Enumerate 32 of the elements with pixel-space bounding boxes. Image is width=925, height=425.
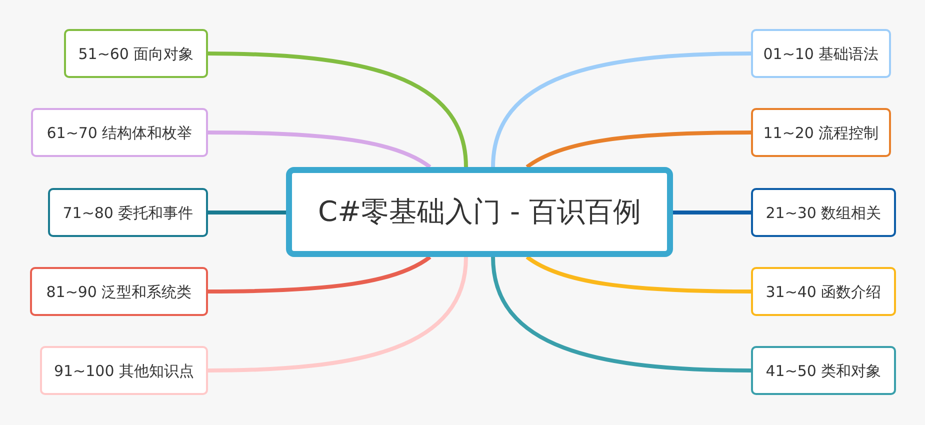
- topic-box: [30, 267, 208, 316]
- branch-line: [208, 130, 432, 169]
- branch-line: [491, 52, 752, 168]
- branch-line: [208, 52, 468, 168]
- branch-line: [208, 256, 468, 372]
- topic-label: 81~90 泛型和系统类: [46, 282, 192, 300]
- topic-box: [751, 29, 891, 78]
- topic-box: [751, 108, 891, 157]
- topic-box: [40, 346, 208, 395]
- topic-label: 61~70 结构体和枚举: [46, 124, 192, 142]
- topic-label: 31~40 函数介绍: [766, 282, 882, 300]
- topic-label: 41~50 类和对象: [766, 362, 882, 380]
- topic-box: [64, 29, 208, 78]
- topic-label: 11~20 流程控制: [763, 124, 879, 142]
- branch-line: [526, 130, 752, 169]
- topic-label: 71~80 委托和事件: [62, 204, 194, 222]
- central-topic-box: [286, 167, 673, 257]
- branch-line: [673, 210, 751, 214]
- topic-box: [751, 346, 896, 395]
- topic-label: 01~10 基础语法: [763, 44, 879, 62]
- topic-box: [751, 188, 896, 237]
- topic-label: 91~100 其他知识点: [54, 362, 194, 380]
- topic-label: 21~30 数组相关: [766, 204, 882, 222]
- topic-label: 51~60 面向对象: [78, 44, 194, 62]
- branch-line: [208, 255, 432, 294]
- topic-box: [31, 108, 208, 157]
- branch-line: [526, 255, 752, 294]
- branch-line: [208, 210, 286, 214]
- topic-box: [48, 188, 208, 237]
- branch-line: [491, 256, 752, 372]
- topic-box: [751, 267, 896, 316]
- central-topic-title: C#零基础入门 - 百识百例: [318, 195, 641, 229]
